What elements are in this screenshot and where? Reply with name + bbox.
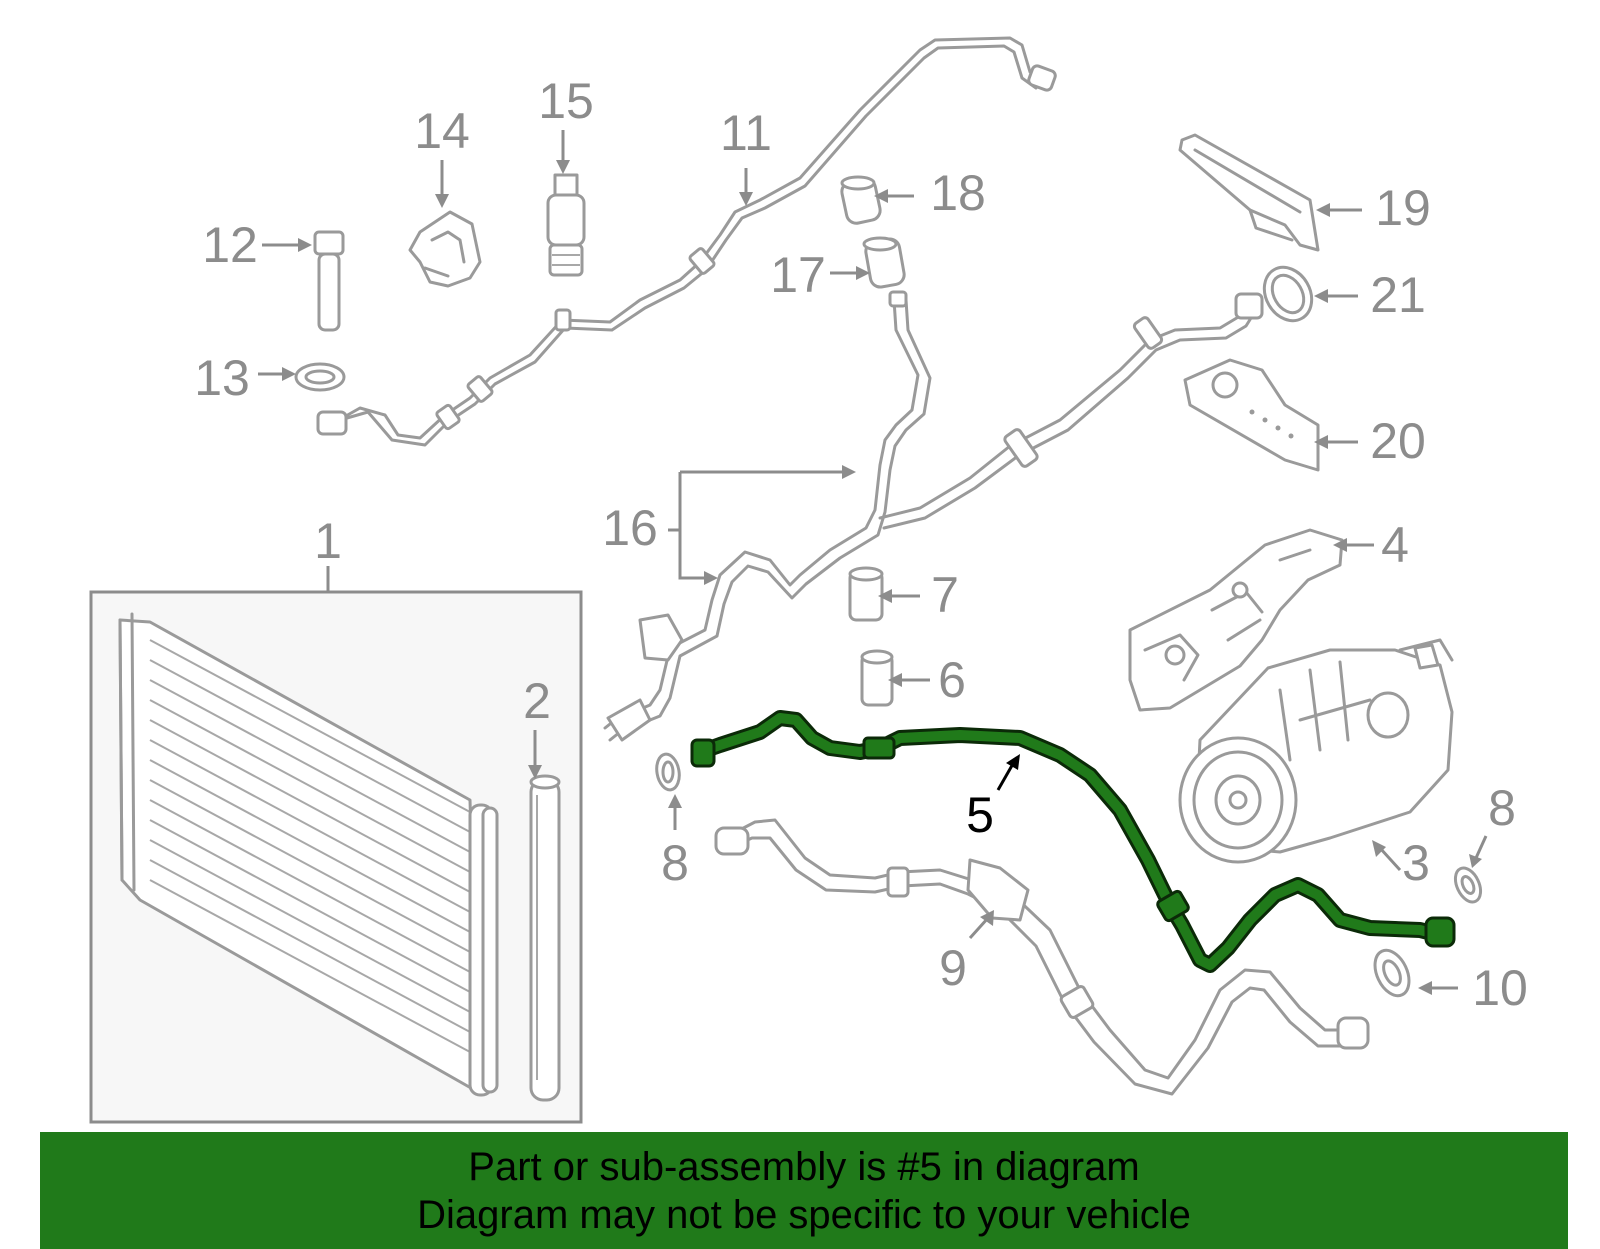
callout-19: 19 <box>1375 180 1431 236</box>
drier-part-2 <box>528 730 561 1102</box>
callout-21: 21 <box>1370 267 1426 323</box>
ac-line-part-5-highlighted <box>690 710 1456 973</box>
banner-line-disclaimer: Diagram may not be specific to your vehi… <box>417 1192 1191 1237</box>
oring-part-21 <box>1262 265 1358 323</box>
ac-line-part-11 <box>316 36 1057 447</box>
callout-13: 13 <box>194 350 250 406</box>
oring-part-10 <box>1373 948 1458 998</box>
callout-10: 10 <box>1472 960 1528 1016</box>
switch-part-15 <box>546 130 586 277</box>
callout-2: 2 <box>523 673 551 729</box>
oring-part-8-left <box>655 752 682 830</box>
bracket-part-4 <box>1128 528 1374 712</box>
callout-14: 14 <box>414 103 470 159</box>
sleeve-part-17 <box>830 236 906 289</box>
bracket-part-20 <box>1183 358 1358 472</box>
compressor-part-3 <box>1178 638 1454 872</box>
callout-6: 6 <box>938 652 966 708</box>
callout-20: 20 <box>1370 413 1426 469</box>
ac-line-part-9 <box>714 818 1370 1096</box>
callout-3: 3 <box>1402 835 1430 891</box>
callout-1: 1 <box>314 513 342 569</box>
callout-15: 15 <box>538 73 594 129</box>
sleeve-part-18 <box>840 175 914 225</box>
callout-8-left: 8 <box>661 835 689 891</box>
callout-9: 9 <box>939 940 967 996</box>
callout-labels: 1 2 3 4 5 6 7 8 8 9 10 11 12 13 14 15 16… <box>194 73 1528 1016</box>
bracket-part-19 <box>1178 133 1362 252</box>
condenser-fins <box>149 639 471 1053</box>
callout-7: 7 <box>931 567 959 623</box>
callout-17: 17 <box>770 247 826 303</box>
sleeve-part-6 <box>860 649 930 707</box>
notice-banner: Part or sub-assembly is #5 in diagram Di… <box>40 1132 1568 1249</box>
callout-18: 18 <box>930 165 986 221</box>
condenser-part-1 <box>89 566 583 1124</box>
callout-16: 16 <box>602 500 658 556</box>
callout-4: 4 <box>1381 517 1409 573</box>
bolt-part-12 <box>262 230 345 332</box>
clip-part-14 <box>408 160 482 288</box>
banner-line-part-number: Part or sub-assembly is #5 in diagram <box>468 1144 1140 1189</box>
callout-8-right: 8 <box>1488 780 1516 836</box>
sleeve-part-7 <box>848 566 920 622</box>
callout-5: 5 <box>966 787 994 843</box>
callout-12: 12 <box>202 217 258 273</box>
oring-part-8-right <box>1453 835 1488 904</box>
oring-part-13 <box>258 362 346 392</box>
callout-11: 11 <box>720 105 772 161</box>
ac-line-part-16 <box>603 290 1264 742</box>
